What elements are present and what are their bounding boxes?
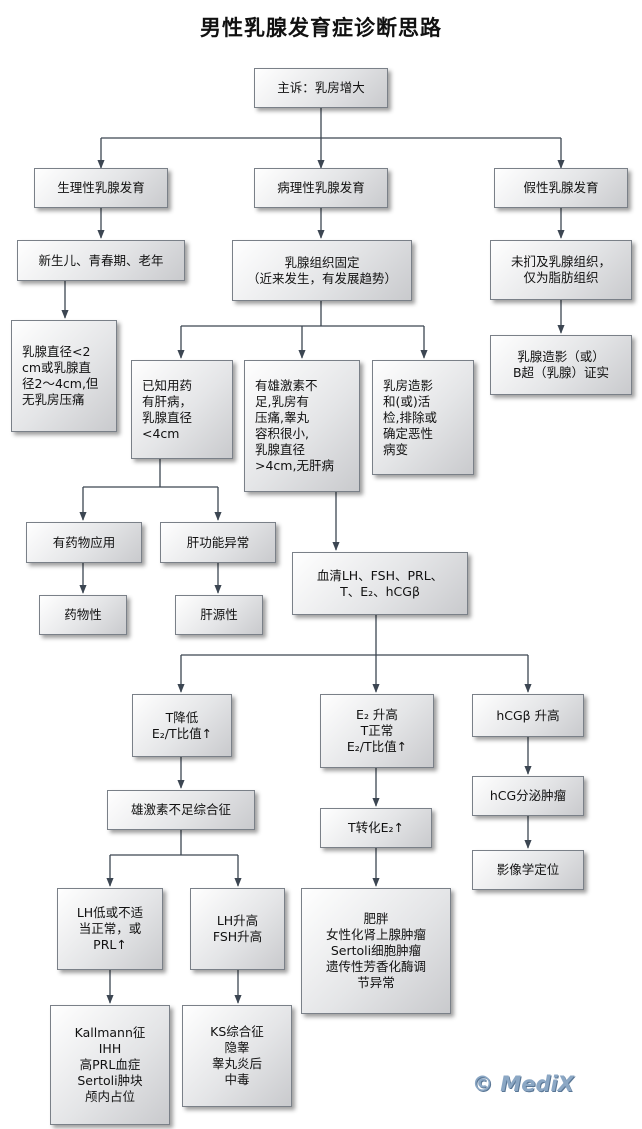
node-physio-ages: 新生儿、青春期、老年 — [17, 240, 185, 281]
node-lh-high-causes: KS综合征 隐睾 睾丸炎后 中毒 — [182, 1005, 292, 1107]
node-patho-fixed: 乳腺组织固定 （近来发生，有发展趋势） — [232, 240, 412, 301]
node-pseudo-confirm: 乳腺造影（或） B超（乳腺）证实 — [490, 335, 632, 395]
node-imaging: 影像学定位 — [472, 850, 584, 890]
node-drug-induced: 药物性 — [39, 595, 127, 635]
node-liver-induced: 肝源性 — [175, 595, 263, 635]
node-lh-high: LH升高 FSH升高 — [190, 888, 285, 970]
node-aromatization: T转化E₂↑ — [320, 808, 432, 848]
diagram-title: 男性乳腺发育症诊断思路 — [200, 15, 442, 40]
node-e2-causes: 肥胖 女性化肾上腺肿瘤 Sertoli细胞肿瘤 遗传性芳香化酶调 节异常 — [301, 888, 451, 1014]
node-physiological: 生理性乳腺发育 — [34, 168, 168, 208]
node-serum-tests: 血清LH、FSH、PRL、 T、E₂、hCGβ — [292, 552, 468, 615]
node-pseudo: 假性乳腺发育 — [494, 168, 628, 208]
node-drug-use: 有药物应用 — [26, 522, 142, 563]
node-pathological: 病理性乳腺发育 — [254, 168, 388, 208]
node-hypogonadism: 雄激素不足综合征 — [107, 790, 255, 830]
node-lh-low-causes: Kallmann征 IHH 高PRL血症 Sertoli肿块 颅内占位 — [50, 1005, 170, 1125]
node-androgen-deficiency-signs: 有雄激素不 足,乳房有 压痛,睾丸 容积很小, 乳腺直径 >4cm,无肝病 — [244, 360, 360, 492]
node-liver-abnormal: 肝功能异常 — [160, 522, 276, 563]
node-hcg-high: hCGβ 升高 — [472, 694, 584, 737]
node-hcg-tumor: hCG分泌肿瘤 — [472, 776, 584, 816]
node-t-low: T降低 E₂/T比值↑ — [132, 694, 232, 757]
node-e2-high: E₂ 升高 T正常 E₂/T比值↑ — [320, 694, 434, 768]
node-biopsy: 乳房造影 和(或)活 检,排除或 确定恶性 病变 — [372, 360, 474, 475]
node-pseudo-fat: 未扪及乳腺组织， 仅为脂肪组织 — [490, 240, 632, 300]
node-physio-criteria: 乳腺直径<2 cm或乳腺直 径2～4cm,但 无乳房压痛 — [11, 320, 117, 432]
node-known-drug-liver: 已知用药 有肝病， 乳腺直径 <4cm — [131, 360, 233, 459]
medix-watermark: © MediX — [472, 1072, 574, 1096]
node-lh-low: LH低或不适 当正常，或 PRL↑ — [57, 888, 163, 970]
node-chief-complaint: 主诉：乳房增大 — [254, 68, 388, 108]
